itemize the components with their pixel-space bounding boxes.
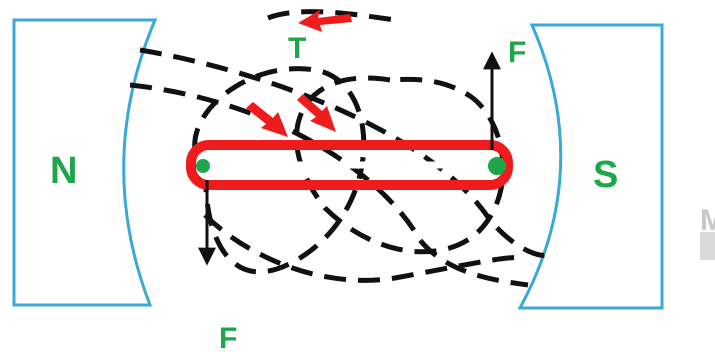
field-line-bottom	[203, 213, 521, 283]
coil-left-sign: -	[199, 152, 206, 177]
coil-right-sign: +	[491, 154, 504, 179]
field-lines	[129, 9, 547, 288]
torque-arrow-right	[297, 94, 336, 132]
coil-right-terminal	[488, 157, 506, 175]
field-line-middle	[129, 82, 529, 288]
torque-arrow-left	[246, 102, 288, 137]
watermark-fragment: M	[700, 204, 715, 237]
north-magnet	[12, 18, 158, 307]
force-label-top: F	[508, 36, 526, 69]
north-label: N	[50, 150, 77, 192]
field-line-ellipse-right	[294, 75, 506, 255]
south-label: S	[593, 154, 618, 196]
torque-arrow-top	[298, 10, 352, 32]
watermark-bar	[700, 232, 715, 260]
field-line-arc-top	[267, 9, 396, 23]
coil-left-terminal	[196, 159, 210, 173]
field-line-ellipse-left	[192, 66, 367, 275]
force-label-bottom: F	[219, 322, 237, 352]
torque-arrows	[246, 10, 352, 137]
south-magnet	[517, 23, 664, 310]
torque-label: T	[288, 32, 306, 65]
field-line-top	[139, 47, 547, 258]
coil	[186, 140, 513, 190]
